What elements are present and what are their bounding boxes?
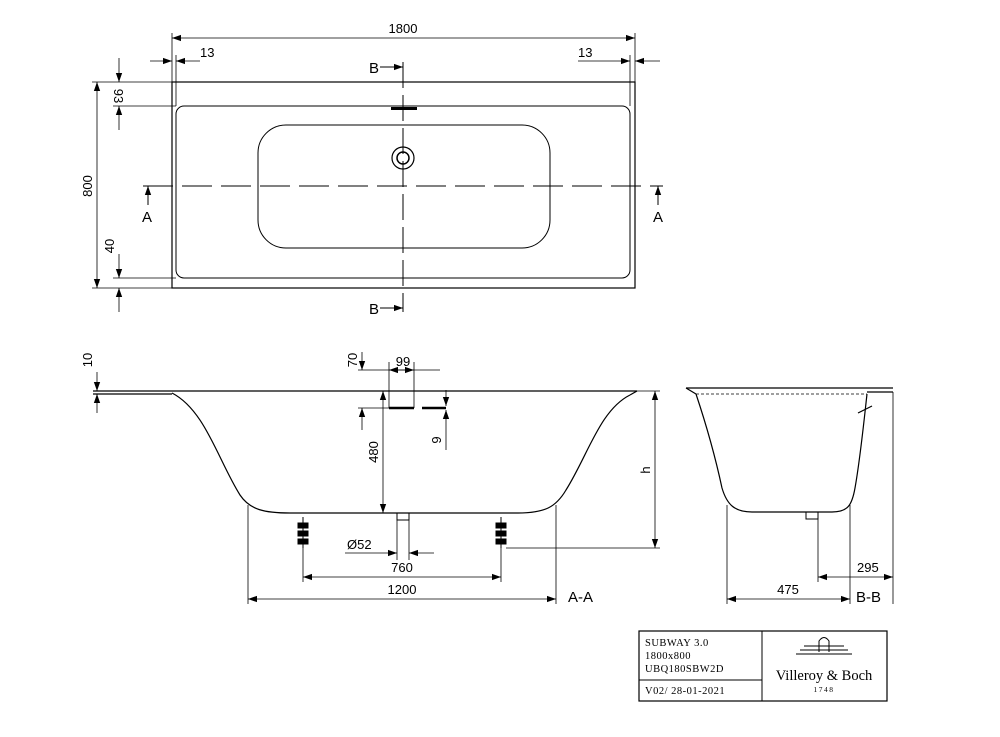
- overflow-mark-bb: [857, 405, 873, 414]
- dim-base-bb-text: 475: [777, 582, 799, 597]
- revision-date: V02/ 28-01-2021: [645, 686, 725, 697]
- dim-overflow-width-text: 99: [396, 354, 410, 369]
- dim-waste-offset-text: 295: [857, 560, 879, 575]
- dim-rim-right-text: 13: [578, 45, 592, 60]
- section-aa-view: [93, 352, 660, 604]
- bathtub-profile-bb: [695, 393, 868, 513]
- article-code: UBQ180SBW2D: [645, 664, 724, 675]
- section-b-label-top: B: [369, 60, 379, 77]
- title-block-frame: [638, 630, 888, 702]
- title-block-labels: SUBWAY 3.0 1800x800 UBQ180SBW2D V02/ 28-…: [645, 638, 873, 697]
- top-view: [92, 33, 663, 312]
- title-block: [638, 630, 888, 702]
- dim-width-text: 800: [80, 175, 95, 197]
- product-name: SUBWAY 3.0: [645, 638, 709, 649]
- dim-rim-left-text: 13: [200, 45, 214, 60]
- rim-right-edge: [629, 390, 638, 396]
- dim-rim-bottom-text: 40: [102, 239, 117, 253]
- dim-overflow-h-text: 9: [429, 436, 444, 443]
- section-a-label-left: A: [142, 209, 152, 226]
- top-view-labels: 1800 13 13 800 93 40 B B A A: [80, 21, 663, 318]
- dim-rim-top-text: 93: [111, 89, 126, 103]
- foot-right: [495, 517, 507, 548]
- product-size: 1800x800: [645, 651, 691, 662]
- dim-height-text: h: [638, 466, 653, 473]
- dim-length-text: 1800: [389, 21, 418, 36]
- brand-name: Villeroy & Boch: [776, 668, 873, 684]
- overflow-slot: [391, 107, 417, 110]
- section-b-label-bottom: B: [369, 301, 379, 318]
- foot-left: [297, 517, 309, 548]
- rim-edge-left-bb: [685, 387, 697, 395]
- section-bb-label: B-B: [856, 589, 881, 606]
- dim-base-text: 1200: [388, 582, 417, 597]
- dim-waste-text: Ø52: [347, 537, 372, 552]
- dim-feet-text: 760: [391, 560, 413, 575]
- dim-overflow-text: 70: [345, 353, 360, 367]
- dim-depth-text: 480: [366, 441, 381, 463]
- waste-outlet-aa: [396, 513, 410, 521]
- waste-outlet-bb: [805, 512, 819, 520]
- section-aa-labels: 10 70 99 9 480 h Ø52 760 1200 A-A: [80, 353, 653, 606]
- section-bb-labels: 295 475 B-B: [777, 560, 881, 606]
- section-bb-view: [685, 387, 894, 604]
- brand-founded: 1748: [814, 685, 835, 694]
- brand-logo-icon: [796, 637, 852, 655]
- bathtub-profile-aa: [171, 392, 631, 514]
- section-a-label-right: A: [653, 209, 663, 226]
- dim-rim-aa-text: 10: [80, 353, 95, 367]
- section-aa-label: A-A: [568, 589, 593, 606]
